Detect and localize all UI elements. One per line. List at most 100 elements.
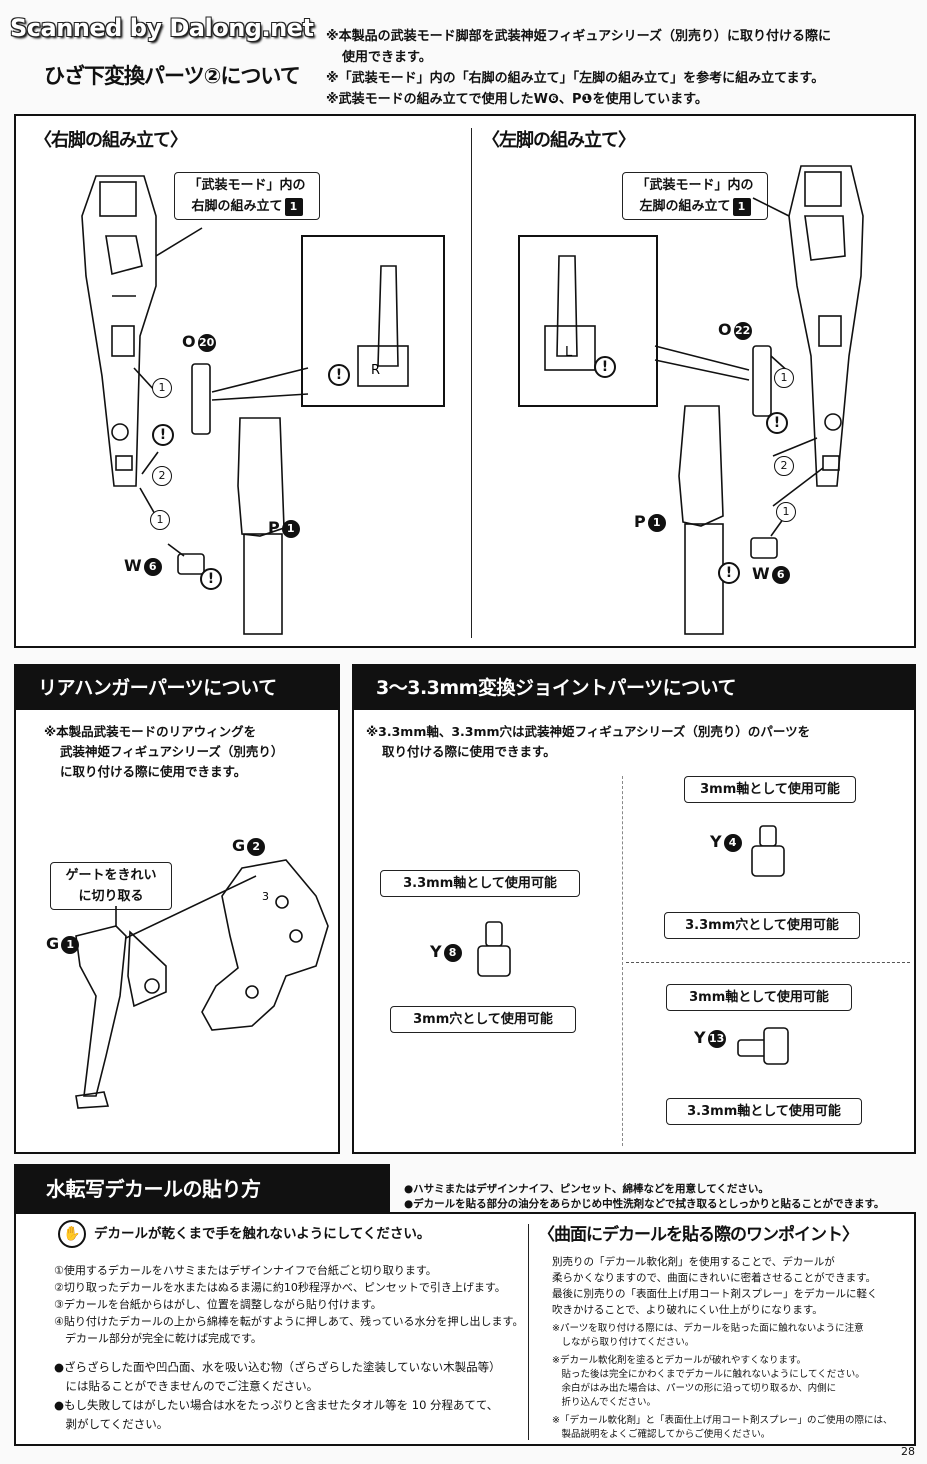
decal-prep-notes: ●ハサミまたはデザインナイフ、ピンセット、綿棒などを用意してください。 ●デカー… — [404, 1182, 884, 1212]
part-number-badge: 1 — [647, 513, 666, 532]
callout-line: ゲートをきれい — [65, 868, 157, 883]
step-badge: 2 — [152, 466, 172, 486]
tip-note: ※パーツを取り付ける際には、デカールを貼った面に触れないように注意 — [552, 1323, 864, 1334]
rear-hanger-title: リアハンガーパーツについて — [16, 666, 338, 710]
step-line: ①使用するデカールをハサミまたはデザインナイフで台紙ごと切り取ります。 — [54, 1264, 437, 1277]
y8-part-illustration — [477, 921, 511, 977]
left-leg-illustration: L — [518, 165, 864, 635]
caution-line: には貼ることができませんのでご注意ください。 — [54, 1379, 319, 1393]
prep-note: ●デカールを貼る部分の油分をあらかじめ中性洗剤などで拭き取るとしっかりと貼ること… — [404, 1198, 885, 1210]
warning-icon: ! — [766, 412, 788, 434]
tip-line: 別売りの「デカール軟化剤」を使用することで、デカールが — [552, 1256, 835, 1268]
note-line: 武装神姫フィギュアシリーズ（別売り） — [60, 744, 284, 759]
step-number-badge: 1 — [732, 197, 751, 216]
page-title: ひざ下変換パーツ②について — [44, 64, 301, 88]
intro-line: ※本製品の武装モード脚部を武装神姫フィギュアシリーズ（別売り）に取り付ける際に — [326, 29, 831, 44]
tip-note: ※「デカール軟化剤」と「表面仕上げ用コート剤スプレー」のご使用の際には、 — [552, 1415, 893, 1426]
right-leg-heading: 〈右脚の組み立て〉 — [34, 130, 188, 151]
decal-tip-heading: 〈曲面にデカールを貼る際のワンポイント〉 — [538, 1225, 859, 1245]
warning-icon: ! — [718, 562, 740, 584]
part-letter: P — [268, 518, 280, 537]
r-mark: R — [371, 363, 380, 378]
decal-panel — [14, 1212, 916, 1446]
part-number-badge: 8 — [443, 943, 462, 962]
gate-callout: ゲートをきれい に切り取る — [50, 862, 172, 910]
tip-note: しながら取り付けてください。 — [552, 1337, 695, 1348]
rear-hanger-panel: リアハンガーパーツについて ※本製品武装モードのリアウィングを 武装神姫フィギュ… — [14, 664, 340, 1154]
warning-icon: ! — [328, 364, 350, 386]
part-letter: G — [46, 934, 60, 953]
intro-line: ※「武装モード」内の「右脚の組み立て」「左脚の組み立て」を参考に組み立てます。 — [326, 71, 825, 86]
callout-line: 左脚の組み立て — [639, 199, 731, 214]
y8-bottom-callout: 3mm穴として使用可能 — [390, 1006, 576, 1033]
step-badge: 2 — [774, 456, 794, 476]
caution-line: ●もし失敗してはがしたい場合は水をたっぷりと含ませたタオル等を 10 分程あてて… — [54, 1398, 499, 1412]
decal-warning: デカールが乾くまで手を触れないようにしてください。 — [94, 1226, 431, 1242]
part-number-badge: 20 — [197, 333, 216, 352]
tip-note: 折り込んでください。 — [552, 1397, 657, 1408]
part-number-badge: 22 — [733, 321, 752, 340]
joint-title: 3〜3.3mm変換ジョイントパーツについて — [354, 666, 914, 710]
part-number-badge: 2 — [247, 837, 266, 856]
step-badge: 1 — [776, 502, 796, 522]
callout-line: 「武装モード」内の — [636, 178, 754, 193]
y4-bottom-callout: 3.3mm穴として使用可能 — [664, 912, 860, 939]
tip-note: 貼った後は完全にかわくまでデカールに触れないようにしてください。 — [552, 1369, 865, 1380]
g2-mark: 3 — [262, 890, 269, 903]
part-number-badge: 6 — [771, 565, 790, 584]
note-line: 取り付ける際に使用できます。 — [382, 744, 556, 759]
intro-line: ※武装モードの組み立てで使用したW❻、P❶を使用しています。 — [326, 92, 708, 107]
part-letter: Y — [430, 942, 442, 961]
tip-note: ※デカール軟化剤を塗るとデカールが破れやすくなります。 — [552, 1355, 807, 1366]
warning-icon: ! — [200, 568, 222, 590]
no-touch-icon: ✋ — [58, 1220, 86, 1248]
y4-part-illustration — [751, 825, 785, 877]
part-letter: Y — [694, 1028, 706, 1047]
caution-line: ●ざらざらした面や凹凸面、水を吸い込む物（ざらざらした塗装していない木製品等） — [54, 1360, 501, 1374]
rear-hanger-illustration: 3 — [75, 859, 329, 1109]
watermark: Scanned by Dalong.net — [10, 14, 314, 42]
step-line: デカール部分が完全に乾けば完成です。 — [54, 1332, 262, 1345]
l-mark: L — [565, 345, 573, 360]
decal-divider — [528, 1224, 529, 1440]
y13-top-callout: 3mm軸として使用可能 — [666, 984, 852, 1011]
part-number-badge: 13 — [707, 1029, 726, 1048]
step-number-badge: 1 — [284, 197, 303, 216]
part-letter: W — [124, 556, 142, 575]
note-line: ※3.3mm軸、3.3mm穴は武装神姫フィギュアシリーズ（別売り）のパーツを — [366, 724, 811, 739]
step-line: ③デカールを台紙からはがし、位置を調整しながら貼り付けます。 — [54, 1298, 382, 1311]
joint-note: ※3.3mm軸、3.3mm穴は武装神姫フィギュアシリーズ（別売り）のパーツを 取… — [366, 722, 810, 762]
decal-cautions: ●ざらざらした面や凹凸面、水を吸い込む物（ざらざらした塗装していない木製品等） … — [54, 1358, 501, 1434]
callout-line: 右脚の組み立て — [191, 199, 283, 214]
decal-title: 水転写デカールの貼り方 — [46, 1177, 261, 1201]
tip-note: 余白がはみ出た場合は、パーツの形に沿って切り取るか、内側に — [552, 1383, 837, 1394]
decal-tip-notes: ※パーツを取り付ける際には、デカールを貼った面に触れないように注意 しながら取り… — [552, 1322, 892, 1442]
left-leg-heading: 〈左脚の組み立て〉 — [482, 130, 636, 151]
callout-line: 「武装モード」内の — [188, 178, 306, 193]
part-letter: Y — [710, 832, 722, 851]
note-line: に取り付ける際に使用できます。 — [60, 764, 247, 779]
part-number-badge: 1 — [281, 519, 300, 538]
decal-tip-text: 別売りの「デカール軟化剤」を使用することで、デカールが 柔らかくなりますので、曲… — [552, 1254, 878, 1318]
intro-notes: ※本製品の武装モード脚部を武装神姫フィギュアシリーズ（別売り）に取り付ける際に … — [326, 26, 916, 110]
page-number: 28 — [901, 1445, 915, 1458]
part-letter: W — [752, 564, 770, 583]
step-line: ②切り取ったデカールを水またはぬるま湯に約10秒程浮かべ、ピンセットで引き上げま… — [54, 1281, 506, 1294]
right-leg-illustration: R — [81, 175, 445, 635]
part-number-badge: 6 — [143, 557, 162, 576]
tip-line: 最後に別売りの「表面仕上げ用コート剤スプレー」をデカールに軽く — [552, 1288, 878, 1300]
caution-line: 剥がしてください。 — [54, 1417, 169, 1431]
y13-bottom-callout: 3.3mm軸として使用可能 — [666, 1098, 862, 1125]
